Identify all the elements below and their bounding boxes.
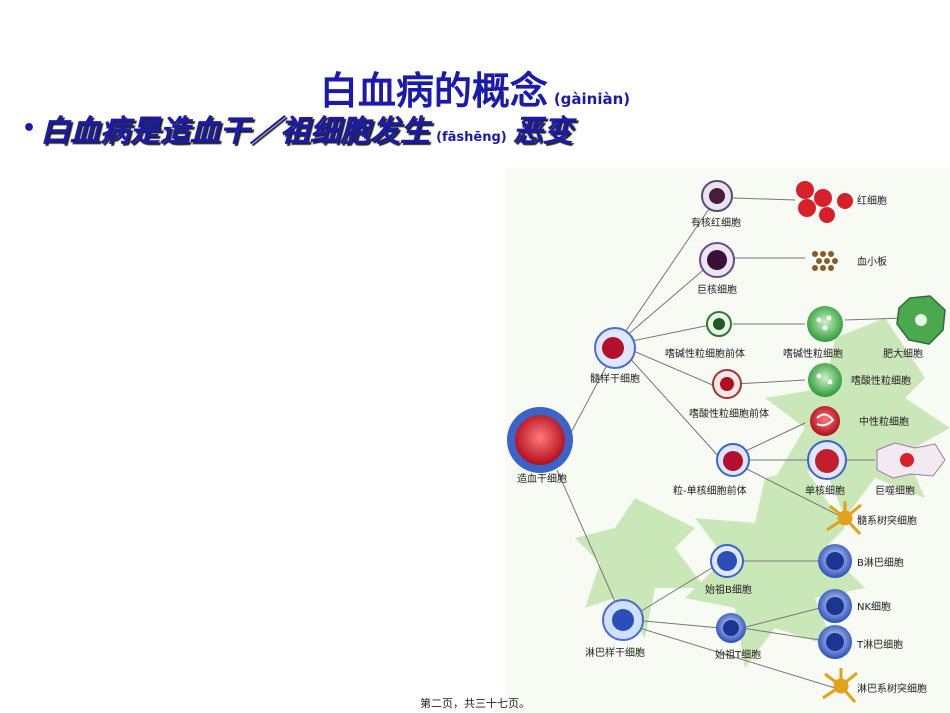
label-myeloid-dc: 髓系树突细胞: [857, 514, 917, 527]
label-lymphoid-dc: 淋巴系树突细胞: [857, 682, 927, 695]
myeloid-dc-cell: [826, 501, 862, 536]
lymphoid-stem-cell: [602, 599, 644, 641]
baso-precursor-cell: [706, 311, 732, 337]
eosinophil-cell: [808, 363, 842, 397]
nucleated-rbc-cell: [701, 180, 733, 212]
page-footer: 第二页，共三十七页。: [420, 697, 530, 710]
label-nk-cell: NK细胞: [857, 600, 891, 613]
b-cell: [818, 544, 852, 578]
mast-cell: [896, 295, 946, 345]
pro-b-cell: [710, 544, 744, 578]
label-b-cell: B淋巴细胞: [857, 556, 904, 569]
label-basophil: 嗜碱性粒细胞: [783, 347, 843, 360]
label-eos-precursor: 嗜酸性粒细胞前体: [689, 407, 769, 420]
eos-precursor-cell: [712, 369, 742, 399]
hsc-cell: [507, 407, 573, 473]
label-nucleated-rbc: 有核红细胞: [691, 216, 741, 229]
label-lymphoid-stem: 淋巴样干细胞: [585, 646, 645, 659]
lineage-lines: [556, 197, 906, 689]
label-myeloid-stem: 髓样干细胞: [590, 372, 640, 385]
label-hsc: 造血干细胞: [517, 472, 567, 485]
macrophage-cell: [876, 442, 946, 479]
pro-t-cell: [716, 613, 746, 643]
title-text: 白血病的概念: [319, 69, 548, 113]
label-monocyte: 单核细胞: [805, 484, 845, 497]
label-mast-cell: 肥大细胞: [883, 347, 923, 360]
bullet-pinyin: (fāshēng): [436, 130, 507, 145]
hematopoiesis-diagram: 造血干细胞 髓样干细胞 淋巴样干细胞 有核红细胞 红细胞 巨核细胞 血小板 嗜碱…: [505, 168, 950, 713]
lymphoid-dc-cell: [822, 668, 858, 703]
basophil-cell: [807, 306, 843, 342]
label-eosinophil: 嗜酸性粒细胞: [851, 374, 911, 387]
label-pro-b: 始祖B细胞: [705, 583, 752, 596]
megakaryocyte-cell: [699, 242, 735, 278]
label-neutrophil: 中性粒细胞: [859, 415, 909, 428]
title-pinyin: (gàiniàn): [553, 90, 631, 108]
bullet-text-part2: 恶变: [512, 114, 573, 149]
label-platelet: 血小板: [857, 255, 887, 268]
label-t-cell: T淋巴细胞: [856, 638, 903, 651]
bullet-point: •白血病是造血干／祖细胞发生 (fāshēng) 恶变: [22, 106, 573, 150]
platelet-cells: [812, 251, 838, 271]
t-cell: [818, 625, 852, 659]
slide-title: 白血病的概念 (gàiniàn): [0, 60, 950, 115]
label-gm-precursor: 粒-单核细胞前体: [673, 484, 747, 497]
rbc-cells: [796, 181, 853, 223]
nk-cell: [818, 589, 852, 623]
label-rbc: 红细胞: [857, 194, 887, 207]
bullet-text-part1: 白血病是造血干／祖细胞发生: [40, 114, 431, 149]
monocyte-cell: [807, 440, 847, 480]
label-macrophage: 巨噬细胞: [875, 484, 915, 497]
label-megakaryocyte: 巨核细胞: [697, 283, 737, 296]
myeloid-stem-cell: [594, 327, 636, 369]
gm-precursor-cell: [716, 443, 750, 477]
label-pro-t: 始祖T细胞: [715, 648, 761, 661]
label-baso-precursor: 嗜碱性粒细胞前体: [665, 347, 745, 360]
bullet-dot-icon: •: [22, 116, 37, 141]
neutrophil-cell: [810, 406, 840, 436]
